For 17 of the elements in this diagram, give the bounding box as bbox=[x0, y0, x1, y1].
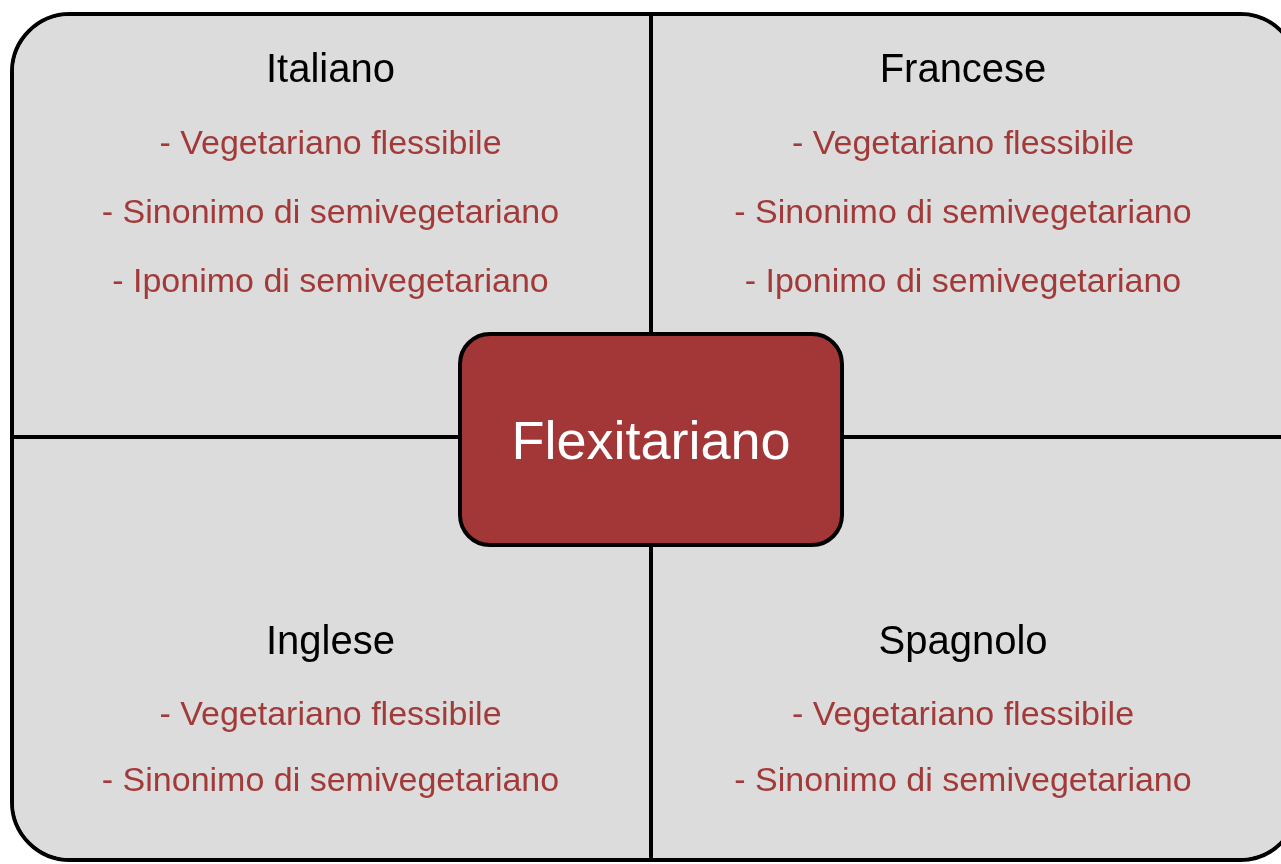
definition-line: - Vegetariano flessibile bbox=[790, 122, 1136, 162]
definition-line: - Sinonimo di semivegetariano bbox=[733, 191, 1193, 231]
language-heading: Italiano bbox=[265, 45, 396, 91]
definition-line: - Sinonimo di semivegetariano bbox=[733, 759, 1193, 799]
language-heading: Francese bbox=[878, 45, 1048, 91]
definition-line: - Sinonimo di semivegetariano bbox=[100, 191, 561, 231]
language-heading: Inglese bbox=[265, 617, 396, 663]
definition-line: - Vegetariano flessibile bbox=[158, 693, 503, 733]
term-label: Flexitariano bbox=[511, 408, 791, 471]
definition-line: - Vegetariano flessibile bbox=[790, 693, 1136, 733]
definition-line: - Sinonimo di semivegetariano bbox=[100, 759, 561, 799]
language-heading: Spagnolo bbox=[877, 617, 1049, 663]
frame-panel bbox=[10, 12, 1281, 862]
term-box bbox=[458, 332, 844, 547]
definition-line: - Iponimo di semivegetariano bbox=[111, 260, 550, 300]
definition-line: - Vegetariano flessibile bbox=[158, 122, 503, 162]
definition-line: - Iponimo di semivegetariano bbox=[743, 260, 1183, 300]
